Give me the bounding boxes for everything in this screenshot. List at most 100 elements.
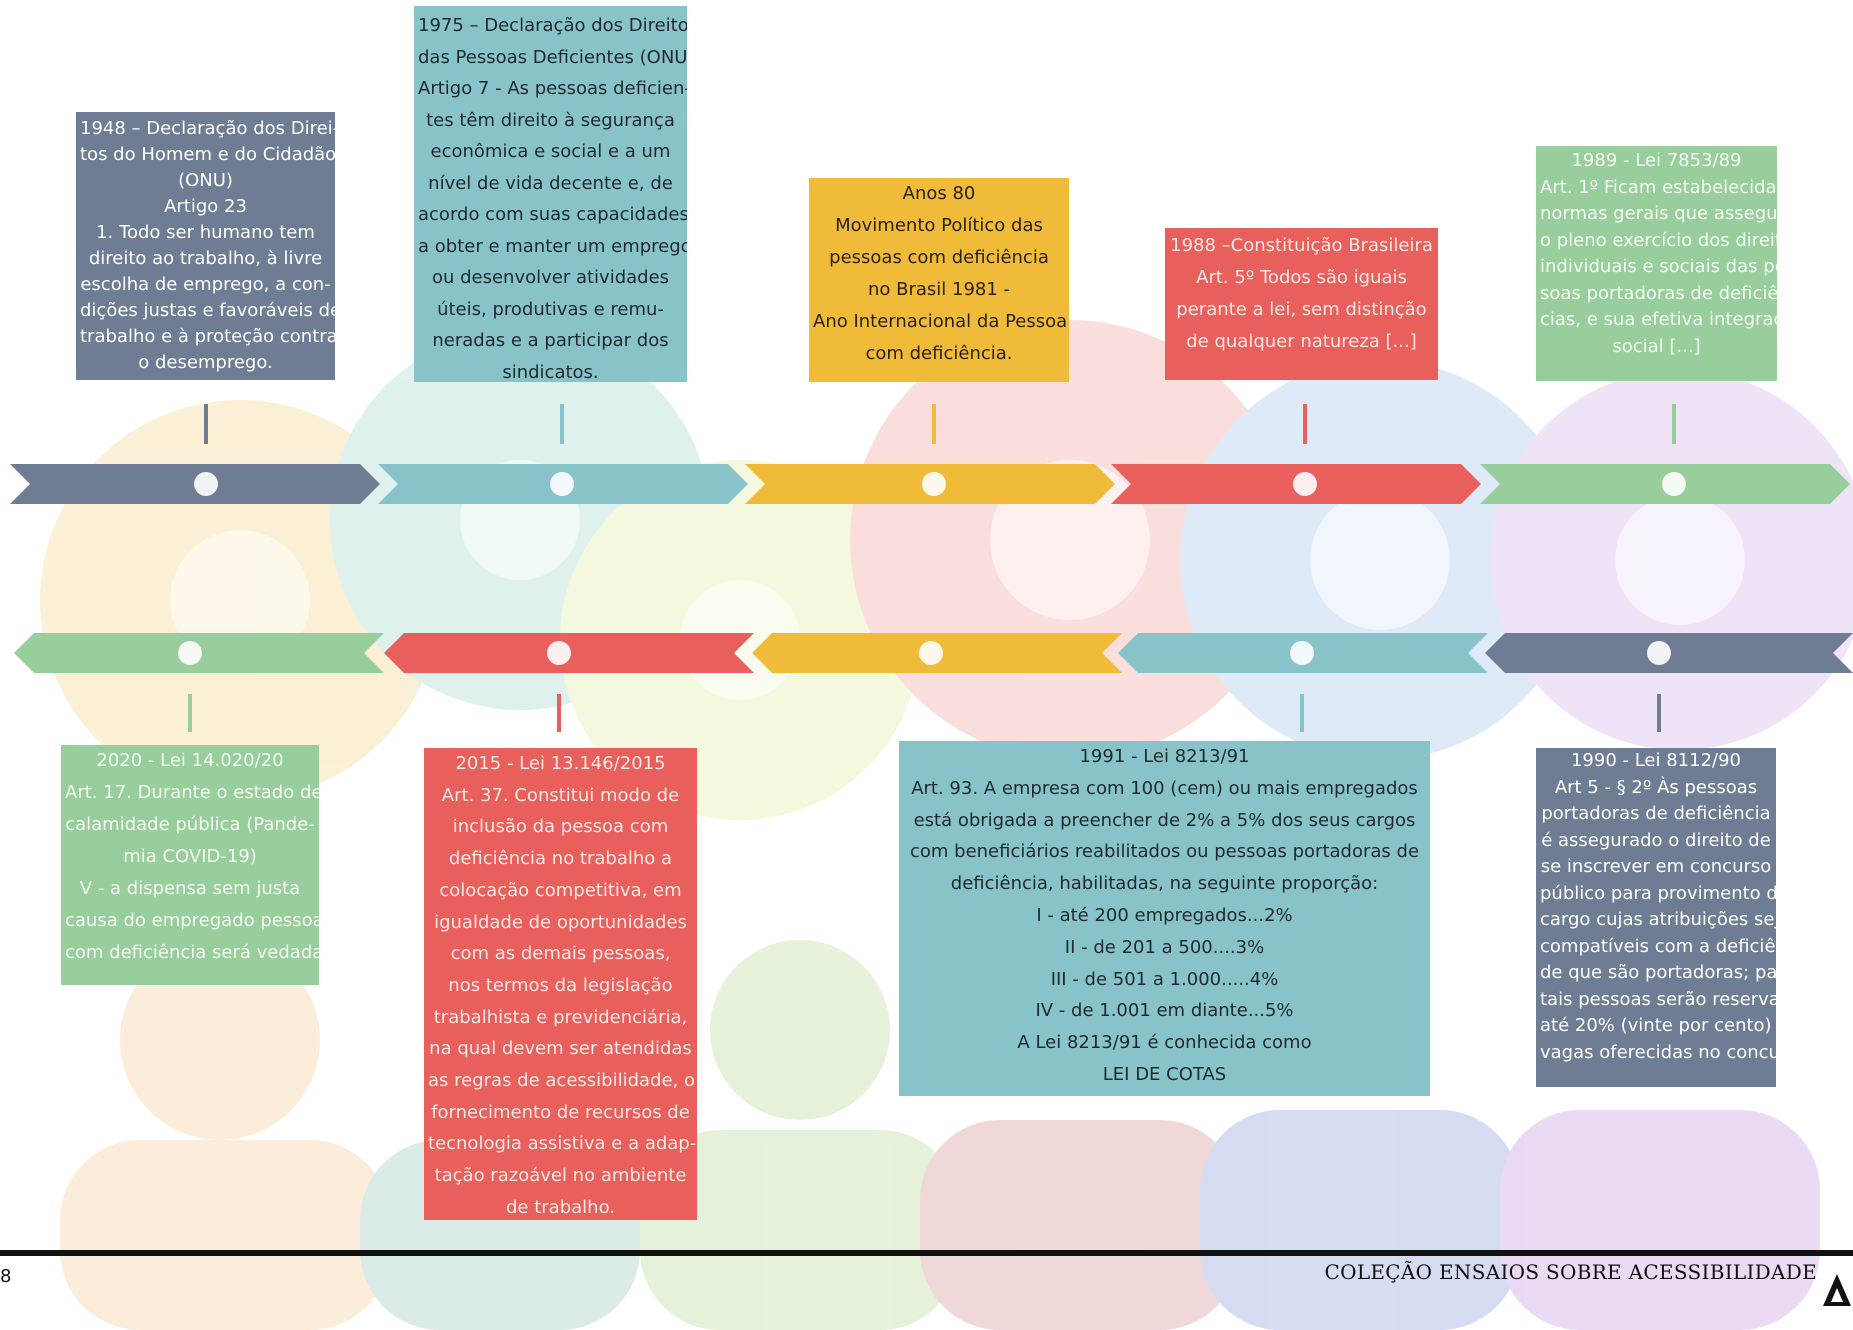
person-body-left (60, 1140, 390, 1330)
card-line: trabalhista e previdenciária, (433, 1006, 688, 1028)
card-line: de que são portadoras; para (1540, 962, 1776, 983)
person-body-lime (640, 1130, 960, 1330)
top-timeline-dot (922, 472, 946, 496)
card-line: V - a dispensa sem justa (79, 878, 301, 899)
card-line: portadoras de deficiência (1541, 803, 1771, 824)
card-line: (ONU) (178, 170, 233, 191)
card-line: acordo com suas capacidades, (418, 204, 687, 225)
bottom-timeline-dot (919, 641, 943, 665)
card-line: III - de 501 a 1.000.....4% (1050, 968, 1279, 990)
card-line: dições justas e favoráveis de (80, 300, 335, 321)
card-line: 1948 – Declaração dos Direi- (80, 118, 335, 139)
card-line: I - até 200 empregados...2% (1036, 904, 1293, 926)
card-line: sindicatos. (502, 361, 599, 383)
card-line: tes têm direito à segurança (426, 109, 675, 131)
card-line: vagas oferecidas no concurso. (1540, 1041, 1776, 1063)
card-2020: 2020 - Lei 14.020/20 Art. 17. Durante o … (61, 745, 319, 985)
card-line: Movimento Político das (835, 215, 1043, 236)
card-line: nos termos da legislação (448, 974, 673, 996)
card-line: se inscrever em concurso (1540, 856, 1772, 877)
card-line: úteis, produtivas e remu- (437, 298, 664, 320)
card-line: deficiência no trabalho a (448, 848, 673, 870)
person-head-left (120, 940, 320, 1140)
card-line: nível de vida decente e, de (428, 172, 673, 194)
collection-title: COLEÇÃO ENSAIOS SOBRE ACESSIBILIDADE (1324, 1260, 1817, 1284)
card-line: A Lei 8213/91 é conhecida como (1017, 1032, 1312, 1054)
card-line: deficiência, habilitadas, na seguinte pr… (950, 873, 1379, 895)
card-line: fornecimento de recursos de (431, 1101, 690, 1123)
card-line: tecnologia assistiva e a adap- (428, 1133, 697, 1155)
card-line: calamidade pública (Pande- (65, 814, 315, 835)
top-timeline-dot (550, 472, 574, 496)
card-line: das Pessoas Deficientes (ONU) (418, 46, 687, 68)
card-line: soas portadoras de deficiên- (1540, 282, 1777, 304)
card-line: Art 5 - § 2º Às pessoas (1554, 776, 1758, 798)
card-line: 1988 –Constituição Brasileira (1170, 235, 1433, 256)
card-line: Art. 5º Todos são iguais (1196, 267, 1407, 288)
card-line: com deficiência será vedada. (65, 942, 319, 963)
card-line: com beneficiários reabilitados ou pessoa… (909, 841, 1420, 863)
card-line: IV - de 1.001 em diante...5% (1035, 1000, 1294, 1022)
card-line: pessoas com deficiência (829, 247, 1049, 268)
card-line: com as demais pessoas, (450, 943, 671, 965)
card-line: igualdade de oportunidades (434, 911, 687, 933)
card-line: mia COVID-19) (123, 846, 257, 867)
card-anos-80: Anos 80 Movimento Político das pessoas c… (809, 178, 1069, 382)
person-body-salmon (920, 1120, 1240, 1330)
footer-rule (0, 1250, 1853, 1256)
card-line: 2020 - Lei 14.020/20 (96, 750, 284, 771)
card-line: Art. 17. Durante o estado de (65, 782, 319, 803)
card-line: causa do empregado pessoa (65, 910, 319, 931)
card-line: Artigo 23 (164, 196, 247, 217)
card-line: cargo cujas atribuições sejam (1540, 909, 1776, 930)
top-timeline-dot (1662, 472, 1686, 496)
card-line: Ano Internacional da Pessoa (813, 311, 1068, 332)
bottom-timeline-dot (1290, 641, 1314, 665)
card-line: o pleno exercício dos direitos (1540, 229, 1777, 251)
card-line: Anos 80 (902, 183, 976, 204)
card-line: até 20% (vinte por cento) das (1540, 1015, 1776, 1036)
card-line: de trabalho. (506, 1196, 615, 1218)
card-line: público para provimento de (1540, 882, 1776, 904)
card-line: na qual devem ser atendidas (429, 1038, 692, 1060)
card-1989: 1989 - Lei 7853/89 Art. 1º Ficam estabel… (1536, 146, 1777, 381)
card-line: perante a lei, sem distinção (1176, 299, 1427, 320)
card-line: as regras de acessibilidade, o (428, 1070, 695, 1092)
bottom-timeline-dot (1647, 641, 1671, 665)
card-1990: 1990 - Lei 8112/90 Art 5 - § 2º Às pesso… (1536, 748, 1776, 1087)
card-line: Artigo 7 - As pessoas deficien- (418, 78, 687, 99)
bottom-timeline-dot (547, 641, 571, 665)
card-line: Art. 1º Ficam estabelecidas (1540, 176, 1777, 198)
card-line: colocação competitiva, em (439, 879, 682, 901)
collection-logo-icon (1823, 1274, 1851, 1306)
card-line: ou desenvolver atividades (431, 267, 670, 288)
card-line: no Brasil 1981 - (867, 279, 1011, 300)
card-line: Art. 93. A empresa com 100 (cem) ou mais… (911, 777, 1418, 799)
card-line: tação razoável no ambiente (434, 1165, 687, 1187)
person-body-blue (1200, 1110, 1520, 1330)
card-1988: 1988 –Constituição Brasileira Art. 5º To… (1165, 228, 1438, 380)
card-line: 1989 - Lei 7853/89 (1571, 150, 1742, 171)
card-line: II - de 201 a 500....3% (1064, 936, 1265, 958)
person-body-purple (1500, 1110, 1820, 1330)
top-timeline-dot (194, 472, 218, 496)
card-2015: 2015 - Lei 13.146/2015 Art. 37. Constitu… (424, 748, 697, 1220)
card-line: 2015 - Lei 13.146/2015 (455, 753, 666, 774)
card-line: Art. 37. Constitui modo de (441, 784, 680, 806)
card-1948: 1948 – Declaração dos Direi- tos do Home… (76, 112, 335, 380)
card-line: individuais e sociais das pes- (1540, 256, 1777, 277)
card-line: 1. Todo ser humano tem (96, 222, 315, 243)
card-line: social [...] (1612, 335, 1701, 357)
card-1975: 1975 – Declaração dos Direitos das Pesso… (414, 6, 687, 382)
page-number: 8 (0, 1266, 12, 1287)
card-line: está obrigada a preencher de 2% a 5% dos… (913, 809, 1416, 831)
card-line: tais pessoas serão reservadas (1540, 988, 1776, 1010)
card-line: compatíveis com a deficiência (1540, 935, 1776, 957)
card-line: cias, e sua efetiva integração (1540, 309, 1777, 330)
card-line: inclusão da pessoa com (452, 816, 669, 838)
card-line: de qualquer natureza [...] (1186, 331, 1417, 352)
card-line: é assegurado o direito de (1541, 829, 1771, 851)
card-line: 1990 - Lei 8112/90 (1570, 750, 1742, 771)
card-line: normas gerais que asseguram (1540, 203, 1777, 224)
